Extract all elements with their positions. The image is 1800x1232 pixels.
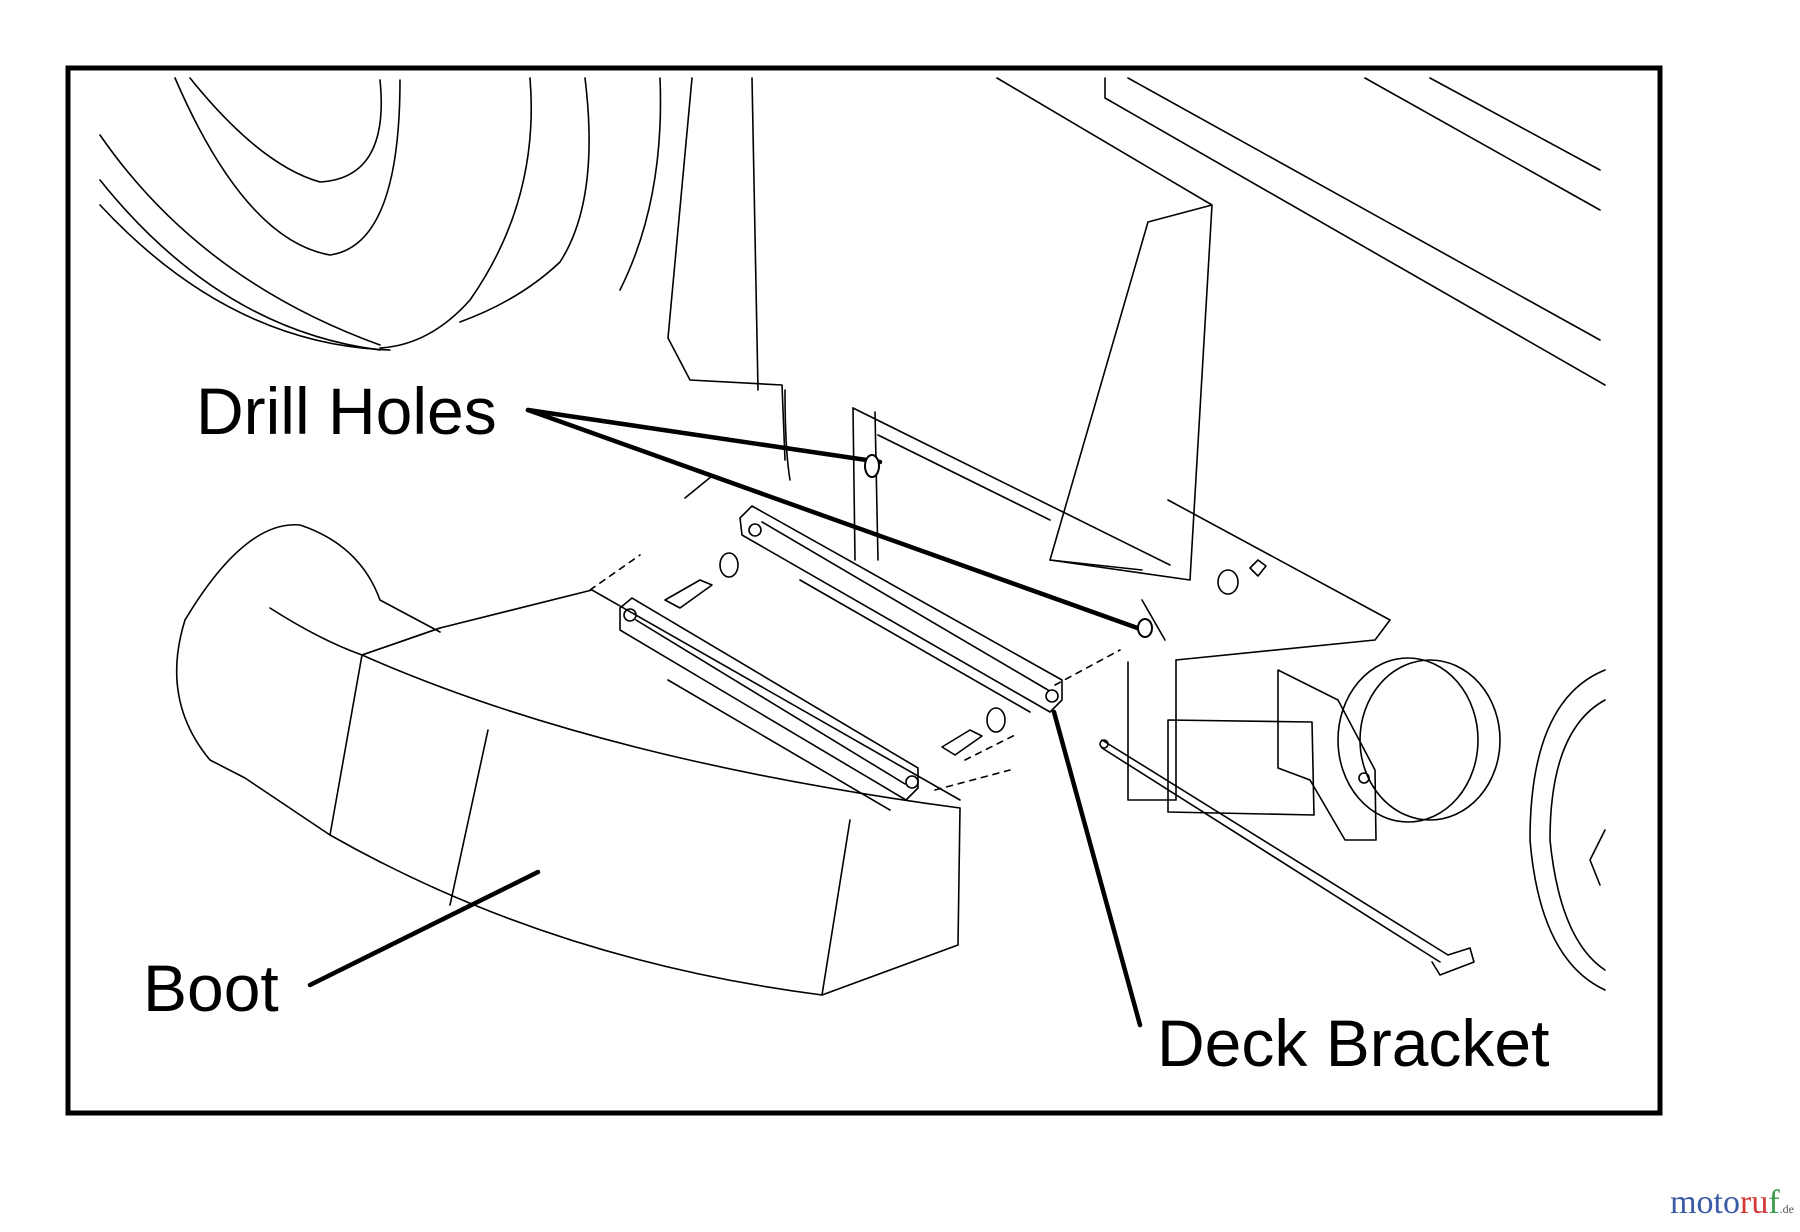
line-art xyxy=(99,77,1606,996)
gauge-wheel-drawing xyxy=(1167,657,1501,841)
label-boot: Boot xyxy=(143,951,279,1025)
deck-bracket-leader xyxy=(1051,709,1143,1028)
label-drill-holes: Drill Holes xyxy=(196,374,497,448)
rear-tire-drawing xyxy=(99,77,662,351)
watermark-logo: motoruf.de xyxy=(1670,1184,1794,1221)
diagram-frame xyxy=(65,65,1663,1116)
boot-drawing xyxy=(175,524,961,996)
discharge-chute-drawing xyxy=(667,77,1213,581)
front-tire-drawing xyxy=(1529,669,1606,991)
rod-drawing xyxy=(1099,739,1475,976)
boot-leader xyxy=(307,869,541,988)
leader-lines xyxy=(307,407,1146,1028)
drill-hole-right xyxy=(1137,618,1153,638)
deck-housing-drawing xyxy=(1104,77,1606,801)
drill-hole-markers xyxy=(864,454,1153,638)
drill-holes-leader-1 xyxy=(525,407,883,465)
drill-hole-left xyxy=(864,454,880,478)
label-deck-bracket: Deck Bracket xyxy=(1157,1006,1550,1080)
deck-bracket-drawing xyxy=(589,475,1267,811)
drill-holes-leader-2 xyxy=(525,407,1146,633)
